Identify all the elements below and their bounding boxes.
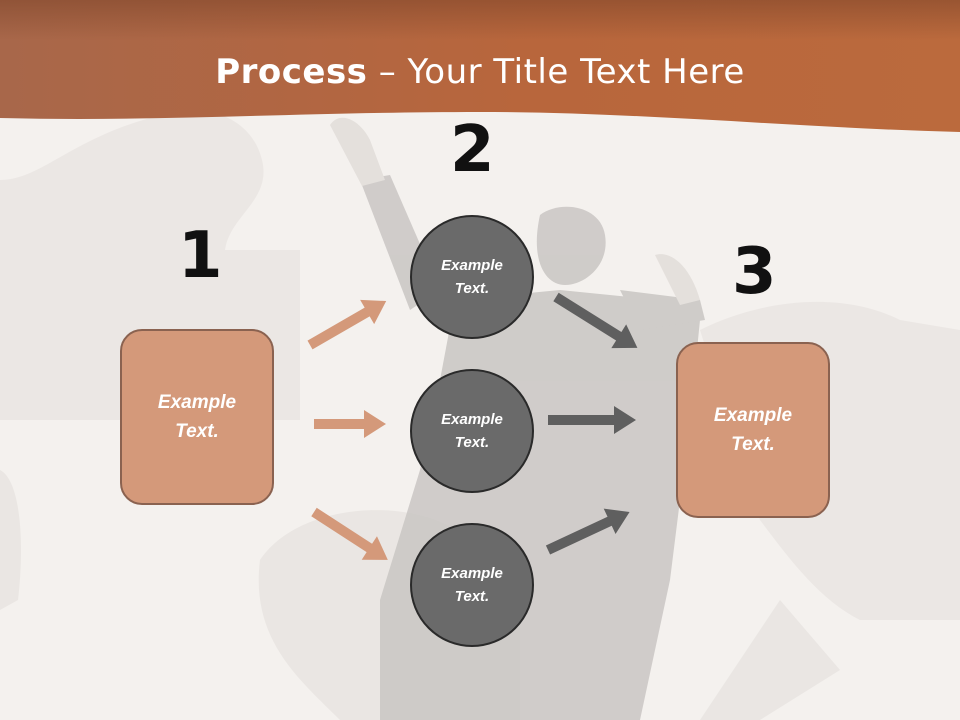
arrow-from-middle-circle	[548, 406, 636, 434]
arrow-to-top-circle	[307, 299, 387, 350]
circle-middle-line2: Text.	[454, 434, 490, 451]
input-box-line2: Text.	[175, 421, 219, 442]
arrow-to-bottom-circle	[311, 507, 388, 560]
circle-bottom-line2: Text.	[454, 588, 490, 605]
circle-bottom-line1: Example	[441, 565, 503, 582]
circle-top-line2: Text.	[454, 280, 490, 297]
arrow-from-bottom-circle	[545, 508, 630, 555]
title-bold: Process	[215, 52, 368, 92]
right-arrows	[545, 292, 638, 555]
step-number-2: 2	[450, 113, 495, 187]
output-box-line2: Text.	[731, 434, 775, 455]
arrow-from-top-circle	[553, 292, 638, 349]
left-arrows	[307, 299, 388, 560]
arrow-to-middle-circle	[314, 410, 386, 438]
slide-title: Process – Your Title Text Here	[0, 52, 960, 92]
circle-middle-line1: Example	[441, 411, 503, 428]
circle-top-line1: Example	[441, 257, 503, 274]
output-box-line1: Example	[713, 405, 793, 426]
input-box-line1: Example	[157, 392, 237, 413]
step-number-3: 3	[732, 235, 777, 309]
step-number-1: 1	[178, 219, 223, 293]
title-rest: – Your Title Text Here	[367, 52, 745, 92]
